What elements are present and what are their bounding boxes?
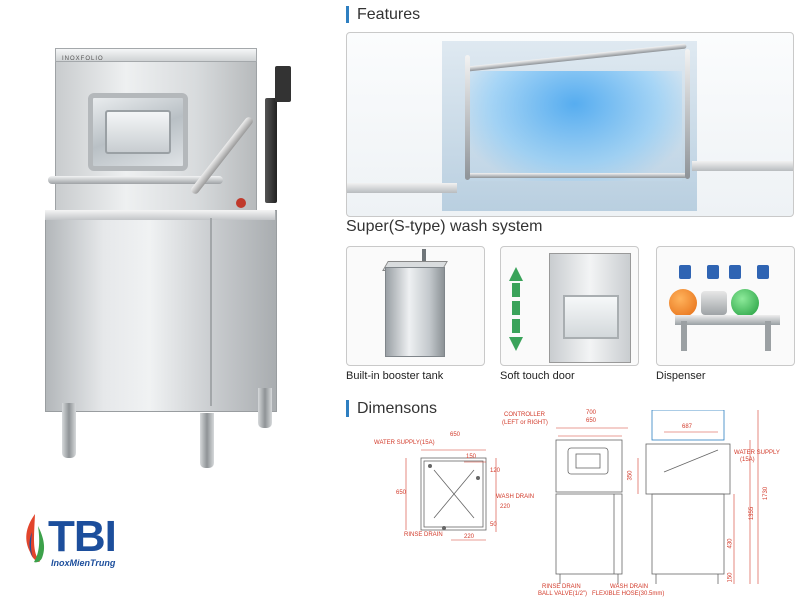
tank-pipe xyxy=(422,249,426,263)
front-controller-label: CONTROLLER xyxy=(504,412,546,418)
leg-back-right xyxy=(258,388,272,428)
side-dim-150: 150 xyxy=(727,572,734,583)
plan-wash-drain-label: WASH DRAIN xyxy=(496,494,535,500)
side-height-open: 1355 xyxy=(749,506,756,521)
arrow-bar-2 xyxy=(512,301,520,315)
dispenser-image xyxy=(656,246,795,366)
door-glass xyxy=(563,295,619,339)
cap-1 xyxy=(679,265,691,279)
side-water-supply-size: (15A) xyxy=(740,457,755,463)
pump-motor xyxy=(701,291,727,315)
wash-system-image xyxy=(346,32,794,217)
stand-left xyxy=(681,321,687,351)
front-flex-hose-label: FLEXIBLE HOSE(30.5mm) xyxy=(592,591,665,597)
plan-dim-220a: 220 xyxy=(500,504,511,510)
base-seam xyxy=(210,218,212,406)
leg-front-left xyxy=(62,403,76,458)
arrow-bar-3 xyxy=(512,319,520,333)
booster-tank-label: Built-in booster tank xyxy=(346,370,444,382)
up-arrow-icon xyxy=(509,267,523,281)
water-spray xyxy=(467,71,682,181)
cap-3 xyxy=(729,265,741,279)
machine-base-cabinet xyxy=(45,210,277,412)
rack-post-left xyxy=(465,55,470,180)
control-panel xyxy=(275,66,291,102)
soft-touch-door-image xyxy=(500,246,639,366)
base-rim xyxy=(45,210,275,220)
side-dim-430: 430 xyxy=(727,538,734,549)
front-width-inner: 650 xyxy=(586,418,597,424)
mount-plate xyxy=(675,315,780,325)
plan-dim-220b: 220 xyxy=(464,534,475,540)
dimensions-drawing: WATER SUPPLY(15A) 650 650 150 120 220 22… xyxy=(346,410,796,600)
plan-rinse-drain-label: RINSE DRAIN xyxy=(404,532,443,538)
dimension-lines xyxy=(405,410,759,584)
side-water-supply-label: WATER SUPPLY xyxy=(734,450,780,456)
side-height-total: 1730 xyxy=(763,486,770,501)
wash-system-caption: Super(S-type) wash system xyxy=(346,218,543,235)
flame-icon xyxy=(26,514,45,563)
table-left xyxy=(347,183,457,193)
arrow-bar-1 xyxy=(512,283,520,297)
dimensions-heading: Dimensons xyxy=(346,400,437,417)
rack-post-right xyxy=(685,49,690,179)
tbi-logo: TBI InoxMienTrung xyxy=(22,510,142,570)
stand-right xyxy=(765,321,771,351)
front-wash-drain-label: WASH DRAIN xyxy=(610,584,649,590)
plan-water-supply-label: WATER SUPPLY(15A) xyxy=(374,440,435,446)
logo-text: TBI xyxy=(48,512,117,561)
indicator-light xyxy=(236,198,246,208)
hood-top xyxy=(55,48,257,62)
hood-handle xyxy=(48,176,223,184)
leg-front-right xyxy=(200,413,214,468)
hood-window xyxy=(88,93,188,171)
features-heading: Features xyxy=(346,6,420,23)
green-pump-icon xyxy=(731,289,759,317)
tank-body xyxy=(385,267,445,357)
logo-subtitle: InoxMienTrung xyxy=(51,558,116,568)
front-width-outer: 700 xyxy=(586,410,597,416)
cap-2 xyxy=(707,265,719,279)
soft-touch-door-label: Soft touch door xyxy=(500,370,575,382)
plan-depth-label: 650 xyxy=(396,490,407,496)
table-right xyxy=(692,161,793,171)
front-rinse-drain-label: RINSE DRAIN xyxy=(542,584,581,590)
spray-arm-bottom xyxy=(467,173,687,178)
brand-plate: INOXFOLIO xyxy=(62,56,104,62)
plan-width-label: 650 xyxy=(450,432,461,438)
dispenser-label: Dispenser xyxy=(656,370,706,382)
dishwasher-photo: INOXFOLIO xyxy=(40,48,291,468)
front-controller-side-label: (LEFT or RIGHT) xyxy=(502,420,548,426)
front-ball-valve-label: BALL VALVE(1/2") xyxy=(538,591,588,597)
down-arrow-icon xyxy=(509,337,523,351)
side-width-open: 687 xyxy=(682,424,693,430)
booster-tank-image xyxy=(346,246,485,366)
control-column xyxy=(265,98,277,203)
plan-dim-150: 150 xyxy=(466,454,477,460)
side-dim-350: 350 xyxy=(627,470,634,481)
plan-dim-50: 50 xyxy=(490,522,497,528)
cap-4 xyxy=(757,265,769,279)
orange-pump-icon xyxy=(669,289,697,317)
plan-dim-120: 120 xyxy=(490,468,501,474)
